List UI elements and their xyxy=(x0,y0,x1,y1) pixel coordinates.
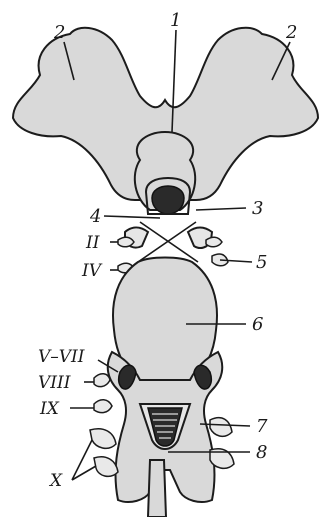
nerve-VIII xyxy=(94,374,110,387)
leader-3 xyxy=(196,208,246,210)
leader-4 xyxy=(104,216,160,218)
label-2-left: 2 xyxy=(53,22,65,43)
label-V-VII: V–VII xyxy=(38,347,85,367)
label-VIII: VIII xyxy=(38,373,71,393)
nerve-X-roots-lower xyxy=(94,457,118,477)
label-3: 3 xyxy=(252,198,263,219)
label-1: 1 xyxy=(170,10,181,31)
nerve-IX xyxy=(94,400,112,413)
label-X: X xyxy=(48,471,63,491)
nerve-X-roots xyxy=(90,429,116,449)
infundibulum xyxy=(146,178,190,214)
label-6: 6 xyxy=(252,314,263,335)
label-8: 8 xyxy=(256,442,267,463)
nerve-II xyxy=(118,237,134,247)
label-II: II xyxy=(85,233,100,253)
label-4: 4 xyxy=(89,206,101,227)
nerve-roots-right xyxy=(210,418,232,437)
optic-chiasm xyxy=(138,222,198,262)
label-2-right: 2 xyxy=(285,22,297,43)
label-IX: IX xyxy=(39,399,60,419)
midbrain-body xyxy=(113,258,217,381)
label-5: 5 xyxy=(256,252,267,273)
spinal-cord xyxy=(148,460,166,517)
nerve-II-right xyxy=(206,237,222,247)
leader-X xyxy=(72,440,96,480)
label-7: 7 xyxy=(256,416,268,437)
label-IV: IV xyxy=(81,261,103,281)
